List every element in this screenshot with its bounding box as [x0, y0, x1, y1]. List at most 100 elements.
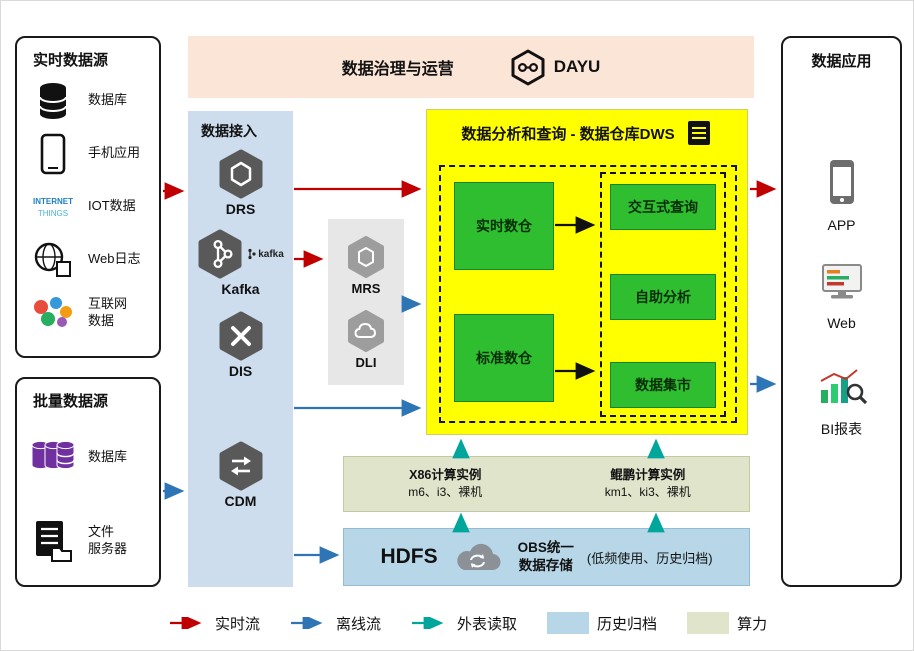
- list-item-label: 手机应用: [88, 145, 141, 161]
- service-cdm: CDM: [188, 441, 293, 509]
- web-log-globe-icon: [27, 241, 79, 279]
- compute-swatch: [687, 612, 730, 634]
- x86-compute-title: X86计算实例: [409, 468, 482, 483]
- legend-label: 实时流: [215, 615, 261, 633]
- iot-icon: INTERNET THINGS: [27, 191, 79, 223]
- list-item: Web日志: [17, 233, 159, 286]
- legend-external-read: 外表读取: [411, 613, 517, 634]
- service-kafka: kafka Kafka: [188, 229, 293, 297]
- service-drs: DRS: [188, 149, 293, 217]
- dws-title: 数据分析和查询 - 数据仓库DWS: [461, 125, 675, 143]
- svg-text:INTERNET: INTERNET: [33, 197, 73, 206]
- database-icon: [27, 81, 79, 121]
- legend-history-archive: 历史归档: [547, 612, 657, 634]
- storage-panel: HDFS OBS统一 数据存储 (低频使用、历史归档): [343, 528, 750, 586]
- list-item: INTERNET THINGS IOT数据: [17, 180, 159, 233]
- file-server-icon: [27, 519, 79, 563]
- dws-panel: 数据分析和查询 - 数据仓库DWS 实时数仓 标准数仓 交互式查询 自助分析 数…: [426, 109, 748, 435]
- document-list-icon: [687, 121, 710, 145]
- list-item: APP: [783, 158, 900, 233]
- list-item-label: 数据库: [88, 448, 128, 464]
- obs-title: OBS统一 数据存储: [517, 540, 574, 573]
- list-item-label: BI报表: [820, 421, 863, 437]
- kafka-mini-logo-icon: [248, 248, 256, 260]
- realtime-arrow-icon: [170, 617, 202, 629]
- dayu-logo-text: DAYU: [553, 57, 601, 76]
- service-label: MRS: [351, 281, 381, 296]
- dayu-logo: DAYU: [510, 48, 601, 86]
- bi-report-chart-icon: [820, 369, 867, 405]
- module-self-service-analysis: 自助分析: [610, 274, 716, 320]
- service-mrs: MRS: [328, 235, 404, 296]
- list-item: 手机应用: [17, 127, 159, 180]
- external-read-arrow-icon: [412, 617, 444, 629]
- cdm-hexagon-icon: [219, 441, 262, 491]
- mrs-hexagon-icon: [348, 236, 384, 278]
- offline-arrow-icon: [291, 617, 323, 629]
- legend: 实时流 离线流 外表读取 历史归档 算力: [169, 612, 767, 634]
- list-item: 互联网 数据: [17, 286, 159, 339]
- module-realtime-warehouse: 实时数仓: [454, 182, 554, 270]
- service-dli: DLI: [328, 309, 404, 370]
- list-item-label: 互联网 数据: [88, 295, 128, 328]
- middleware-panel: MRS DLI: [328, 219, 404, 385]
- list-item: BI报表: [783, 366, 900, 439]
- obs-cloud-icon: [456, 543, 501, 571]
- module-standard-warehouse: 标准数仓: [454, 314, 554, 402]
- list-item: Web: [783, 262, 900, 331]
- drs-hexagon-icon: [219, 149, 262, 199]
- legend-label: 外表读取: [457, 615, 518, 633]
- legend-label: 历史归档: [597, 615, 658, 633]
- kafka-badge-text: kafka: [258, 248, 284, 260]
- list-item: 数据库: [17, 74, 159, 127]
- archive-swatch: [547, 612, 590, 634]
- svg-text:THINGS: THINGS: [38, 209, 68, 218]
- web-monitor-icon: [821, 264, 862, 299]
- list-item-label: 文件 服务器: [88, 524, 128, 556]
- realtime-sources-title: 实时数据源: [33, 52, 109, 69]
- governance-banner-title: 数据治理与运营: [341, 61, 454, 78]
- legend-compute-power: 算力: [687, 612, 767, 634]
- service-label: DLI: [355, 355, 377, 370]
- database-cluster-icon: [27, 437, 79, 477]
- legend-offline-flow: 离线流: [290, 613, 381, 634]
- dws-inner-dashed-border: [439, 165, 737, 423]
- dli-hexagon-icon: [348, 310, 384, 352]
- kunpeng-compute-spec: km1、ki3、裸机: [604, 485, 691, 500]
- legend-realtime-flow: 实时流: [169, 613, 260, 634]
- module-data-mart: 数据集市: [610, 362, 716, 408]
- batch-sources-list: 数据库 文件 服务器: [17, 415, 159, 583]
- kunpeng-compute-title: 鲲鹏计算实例: [610, 468, 686, 483]
- list-item-label: Web: [827, 315, 856, 331]
- list-item-label: APP: [827, 217, 856, 233]
- list-item-label: Web日志: [88, 251, 141, 267]
- realtime-sources-panel: 实时数据源 数据库 手机应: [15, 36, 161, 358]
- batch-sources-title: 批量数据源: [33, 393, 109, 410]
- governance-banner: 数据治理与运营 DAYU: [188, 36, 754, 98]
- obs-note: (低频使用、历史归档): [586, 550, 713, 566]
- internet-data-icon: [27, 295, 79, 331]
- list-item: 数据库: [17, 415, 159, 499]
- list-item-label: IOT数据: [88, 198, 136, 214]
- service-label: DRS: [225, 201, 256, 217]
- dws-query-dashed-border: [600, 172, 726, 417]
- batch-sources-panel: 批量数据源 数据库: [15, 377, 161, 587]
- phone-icon: [27, 133, 79, 175]
- hdfs-label: HDFS: [380, 545, 438, 568]
- kunpeng-compute-block: 鲲鹏计算实例 km1、ki3、裸机: [547, 457, 750, 511]
- service-label: Kafka: [221, 281, 260, 297]
- x86-compute-block: X86计算实例 m6、i3、裸机: [344, 457, 547, 511]
- data-access-title: 数据接入: [201, 123, 257, 139]
- data-apps-title: 数据应用: [811, 53, 872, 70]
- dayu-hexagon-icon: [511, 49, 545, 86]
- legend-label: 离线流: [336, 615, 382, 633]
- list-item-label: 数据库: [88, 92, 128, 108]
- legend-label: 算力: [737, 615, 768, 633]
- module-interactive-query: 交互式查询: [610, 184, 716, 230]
- data-access-panel: 数据接入 DRS: [188, 111, 293, 587]
- service-label: CDM: [224, 493, 257, 509]
- dis-hexagon-icon: [219, 311, 262, 361]
- x86-compute-spec: m6、i3、裸机: [408, 485, 483, 500]
- service-dis: DIS: [188, 311, 293, 379]
